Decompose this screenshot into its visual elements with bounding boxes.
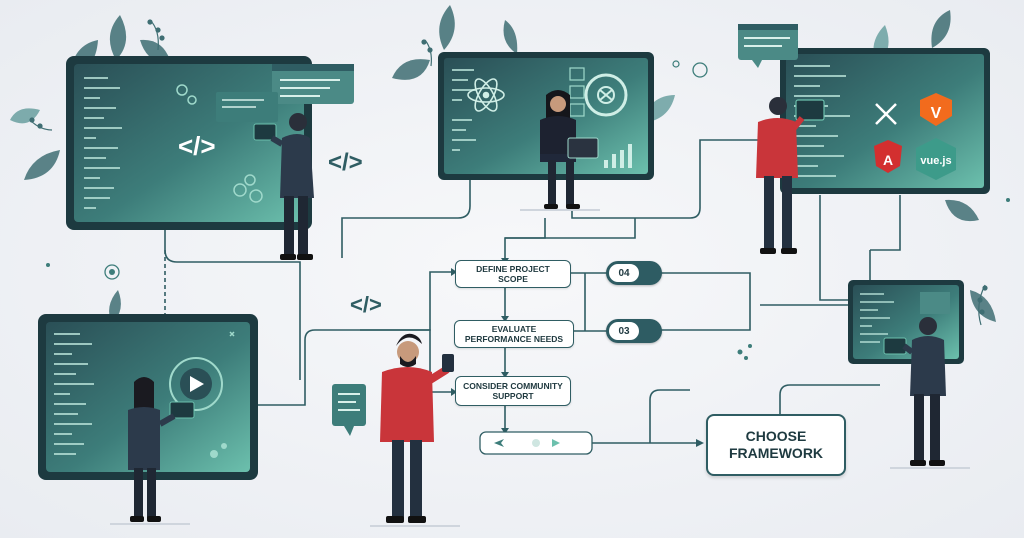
- person-developer-1: [253, 113, 314, 260]
- choose-framework-line-1: CHOOSE: [745, 428, 807, 444]
- step-consider-community-support: CONSIDER COMMUNITY SUPPORT: [455, 376, 571, 406]
- vue-logo-icon: vue.js: [916, 138, 956, 180]
- code-symbol-monitor-1: </>: [178, 131, 216, 161]
- step-marker-03: 03: [606, 319, 662, 343]
- gear-wheel-icon: [584, 73, 628, 117]
- step-label: CONSIDER COMMUNITY SUPPORT: [463, 381, 563, 401]
- code-symbol-floating: </>: [328, 149, 363, 176]
- svg-text:V: V: [931, 105, 942, 122]
- flow-connectors: [164, 139, 901, 444]
- sprig-decorations: [29, 19, 988, 326]
- vite-logo-icon: V: [920, 93, 952, 126]
- monitor-frameworks: V A vue.js: [780, 48, 990, 194]
- sparkle-decorations: [46, 60, 1010, 360]
- step-marker-04: 04: [606, 261, 662, 285]
- choose-framework-line-2: FRAMEWORK: [728, 445, 824, 461]
- choose-framework-box: CHOOSE FRAMEWORK: [706, 414, 846, 476]
- angular-logo-icon: A: [874, 140, 902, 173]
- person-developer-5: [380, 333, 454, 523]
- code-symbol-center: </>: [350, 292, 382, 317]
- floating-chat-window: [216, 64, 354, 122]
- step-define-project-scope: DEFINE PROJECT SCOPE: [455, 260, 571, 288]
- play-button-icon: [169, 357, 223, 411]
- step-label: EVALUATE PERFORMANCE NEEDS: [464, 324, 564, 344]
- bar-chart-icon: [604, 144, 632, 168]
- person-developer-2: [540, 90, 599, 209]
- step-evaluate-performance-needs: EVALUATE PERFORMANCE NEEDS: [454, 320, 574, 348]
- floating-widget-icons: [210, 331, 235, 458]
- step-marker-number: 04: [608, 263, 640, 283]
- svg-text:A: A: [883, 152, 893, 168]
- progress-track-icons: [494, 439, 560, 447]
- hex-graphic: [176, 84, 263, 203]
- chat-bubble-icon: [332, 384, 366, 436]
- person-developer-6: [883, 317, 946, 466]
- person-developer-4: [128, 377, 195, 522]
- person-developer-3: [756, 97, 825, 254]
- step-label: DEFINE PROJECT SCOPE: [476, 264, 550, 284]
- floating-panel-top-right: [738, 24, 798, 68]
- react-icon: [467, 78, 505, 112]
- step-marker-number: 03: [608, 321, 640, 341]
- x-logo-icon: [875, 103, 897, 125]
- code-lines: [84, 77, 122, 209]
- svg-text:vue.js: vue.js: [920, 155, 951, 167]
